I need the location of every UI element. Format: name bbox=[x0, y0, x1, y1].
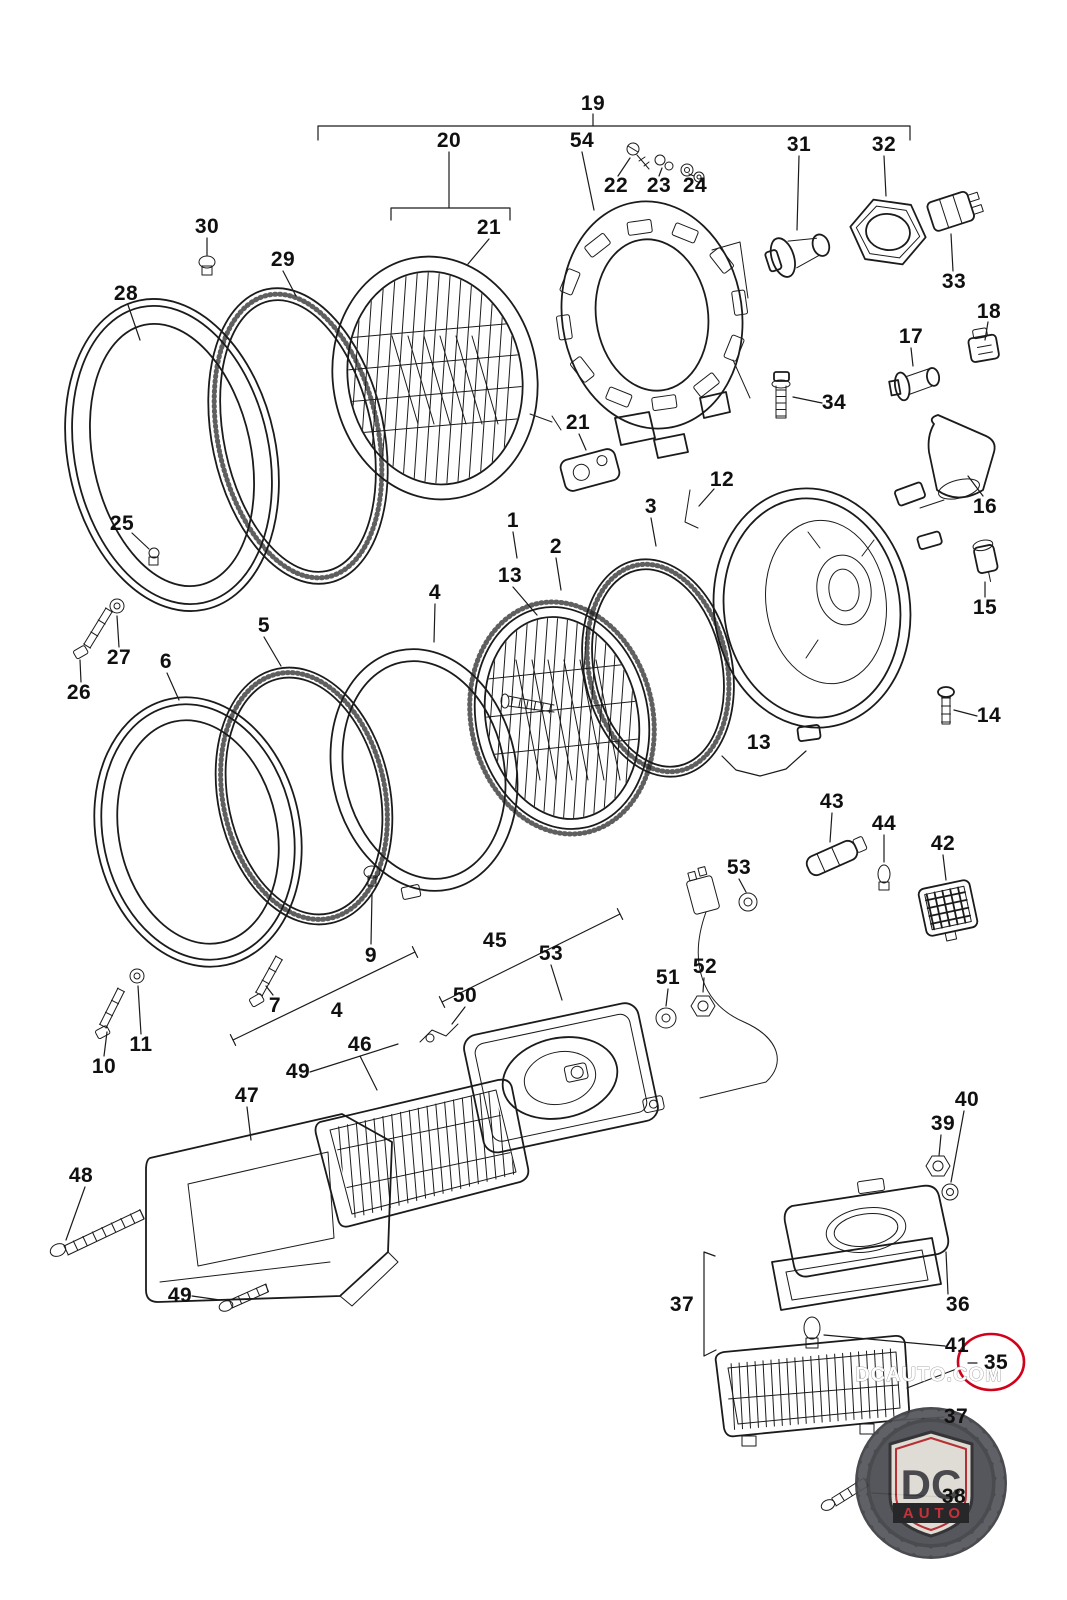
screw-34 bbox=[771, 371, 791, 419]
signal-gasket-37 bbox=[771, 1237, 942, 1311]
washer-11 bbox=[129, 968, 145, 984]
inner-ring-4 bbox=[329, 648, 519, 892]
group-brackets bbox=[229, 908, 624, 1047]
housing-inner bbox=[764, 519, 888, 685]
screw-22 bbox=[626, 142, 650, 170]
relay-42 bbox=[917, 879, 979, 942]
nut-39 bbox=[925, 1155, 951, 1177]
bulb-44 bbox=[877, 864, 891, 891]
washer-27 bbox=[109, 598, 125, 614]
washer-40 bbox=[941, 1183, 959, 1201]
leader-lines bbox=[65, 113, 989, 1498]
boot-16 bbox=[927, 414, 996, 500]
bulb-holder-15 bbox=[972, 539, 999, 583]
gasket-3 bbox=[581, 558, 735, 778]
connector-18 bbox=[967, 327, 1000, 363]
screw-10 bbox=[95, 987, 125, 1040]
housing-tabs bbox=[796, 481, 945, 742]
bulb-17 bbox=[888, 367, 941, 402]
lens-20-stud bbox=[529, 413, 562, 431]
fog-lens-46 bbox=[314, 1078, 530, 1228]
seal-13 bbox=[467, 599, 657, 837]
adjust-screw bbox=[500, 693, 555, 713]
signal-lens-35 bbox=[714, 1335, 910, 1447]
bulb-25 bbox=[148, 547, 160, 566]
bolt-48 bbox=[49, 1209, 145, 1257]
gasket-5 bbox=[214, 666, 394, 926]
trim-ring-28 bbox=[64, 298, 280, 612]
bulb-31 bbox=[764, 233, 831, 278]
bracket-50 bbox=[419, 1023, 459, 1043]
mount-plate-54-bracket bbox=[614, 241, 751, 459]
washer-24 bbox=[680, 163, 705, 183]
retainer-32 bbox=[849, 198, 927, 266]
lens-2 bbox=[473, 606, 651, 830]
grommet-9 bbox=[363, 865, 381, 887]
logo-monogram: DC bbox=[901, 1461, 962, 1508]
screw-14 bbox=[937, 686, 955, 725]
signal-housing-36 bbox=[783, 1178, 950, 1278]
mount-plate-54 bbox=[556, 200, 748, 430]
screw-7 bbox=[249, 955, 283, 1008]
generated-detail bbox=[63, 389, 951, 1506]
adjuster-21 bbox=[559, 448, 621, 492]
harness-53 bbox=[686, 866, 778, 1099]
fog-pocket-47 bbox=[145, 1113, 399, 1307]
nut-52 bbox=[690, 995, 716, 1017]
washer-23 bbox=[654, 154, 674, 171]
connector-43 bbox=[805, 836, 868, 877]
highlight-circle bbox=[956, 1332, 1026, 1392]
clip-12 bbox=[684, 489, 699, 529]
ring-4-tab bbox=[400, 884, 422, 900]
watermark-text: DCAUTO.COM bbox=[855, 1364, 1002, 1386]
screw-26 bbox=[73, 607, 113, 660]
dc-auto-logo: DC AUTO bbox=[855, 1407, 1007, 1559]
washer-51 bbox=[655, 1007, 677, 1029]
logo-name: AUTO bbox=[903, 1505, 965, 1522]
cap-30 bbox=[198, 255, 216, 276]
trim-ring-6 bbox=[93, 696, 303, 968]
fog-lamp-45 bbox=[463, 1002, 665, 1154]
lens-20 bbox=[331, 255, 539, 501]
gasket-29 bbox=[207, 287, 389, 585]
connector-33 bbox=[926, 191, 984, 232]
